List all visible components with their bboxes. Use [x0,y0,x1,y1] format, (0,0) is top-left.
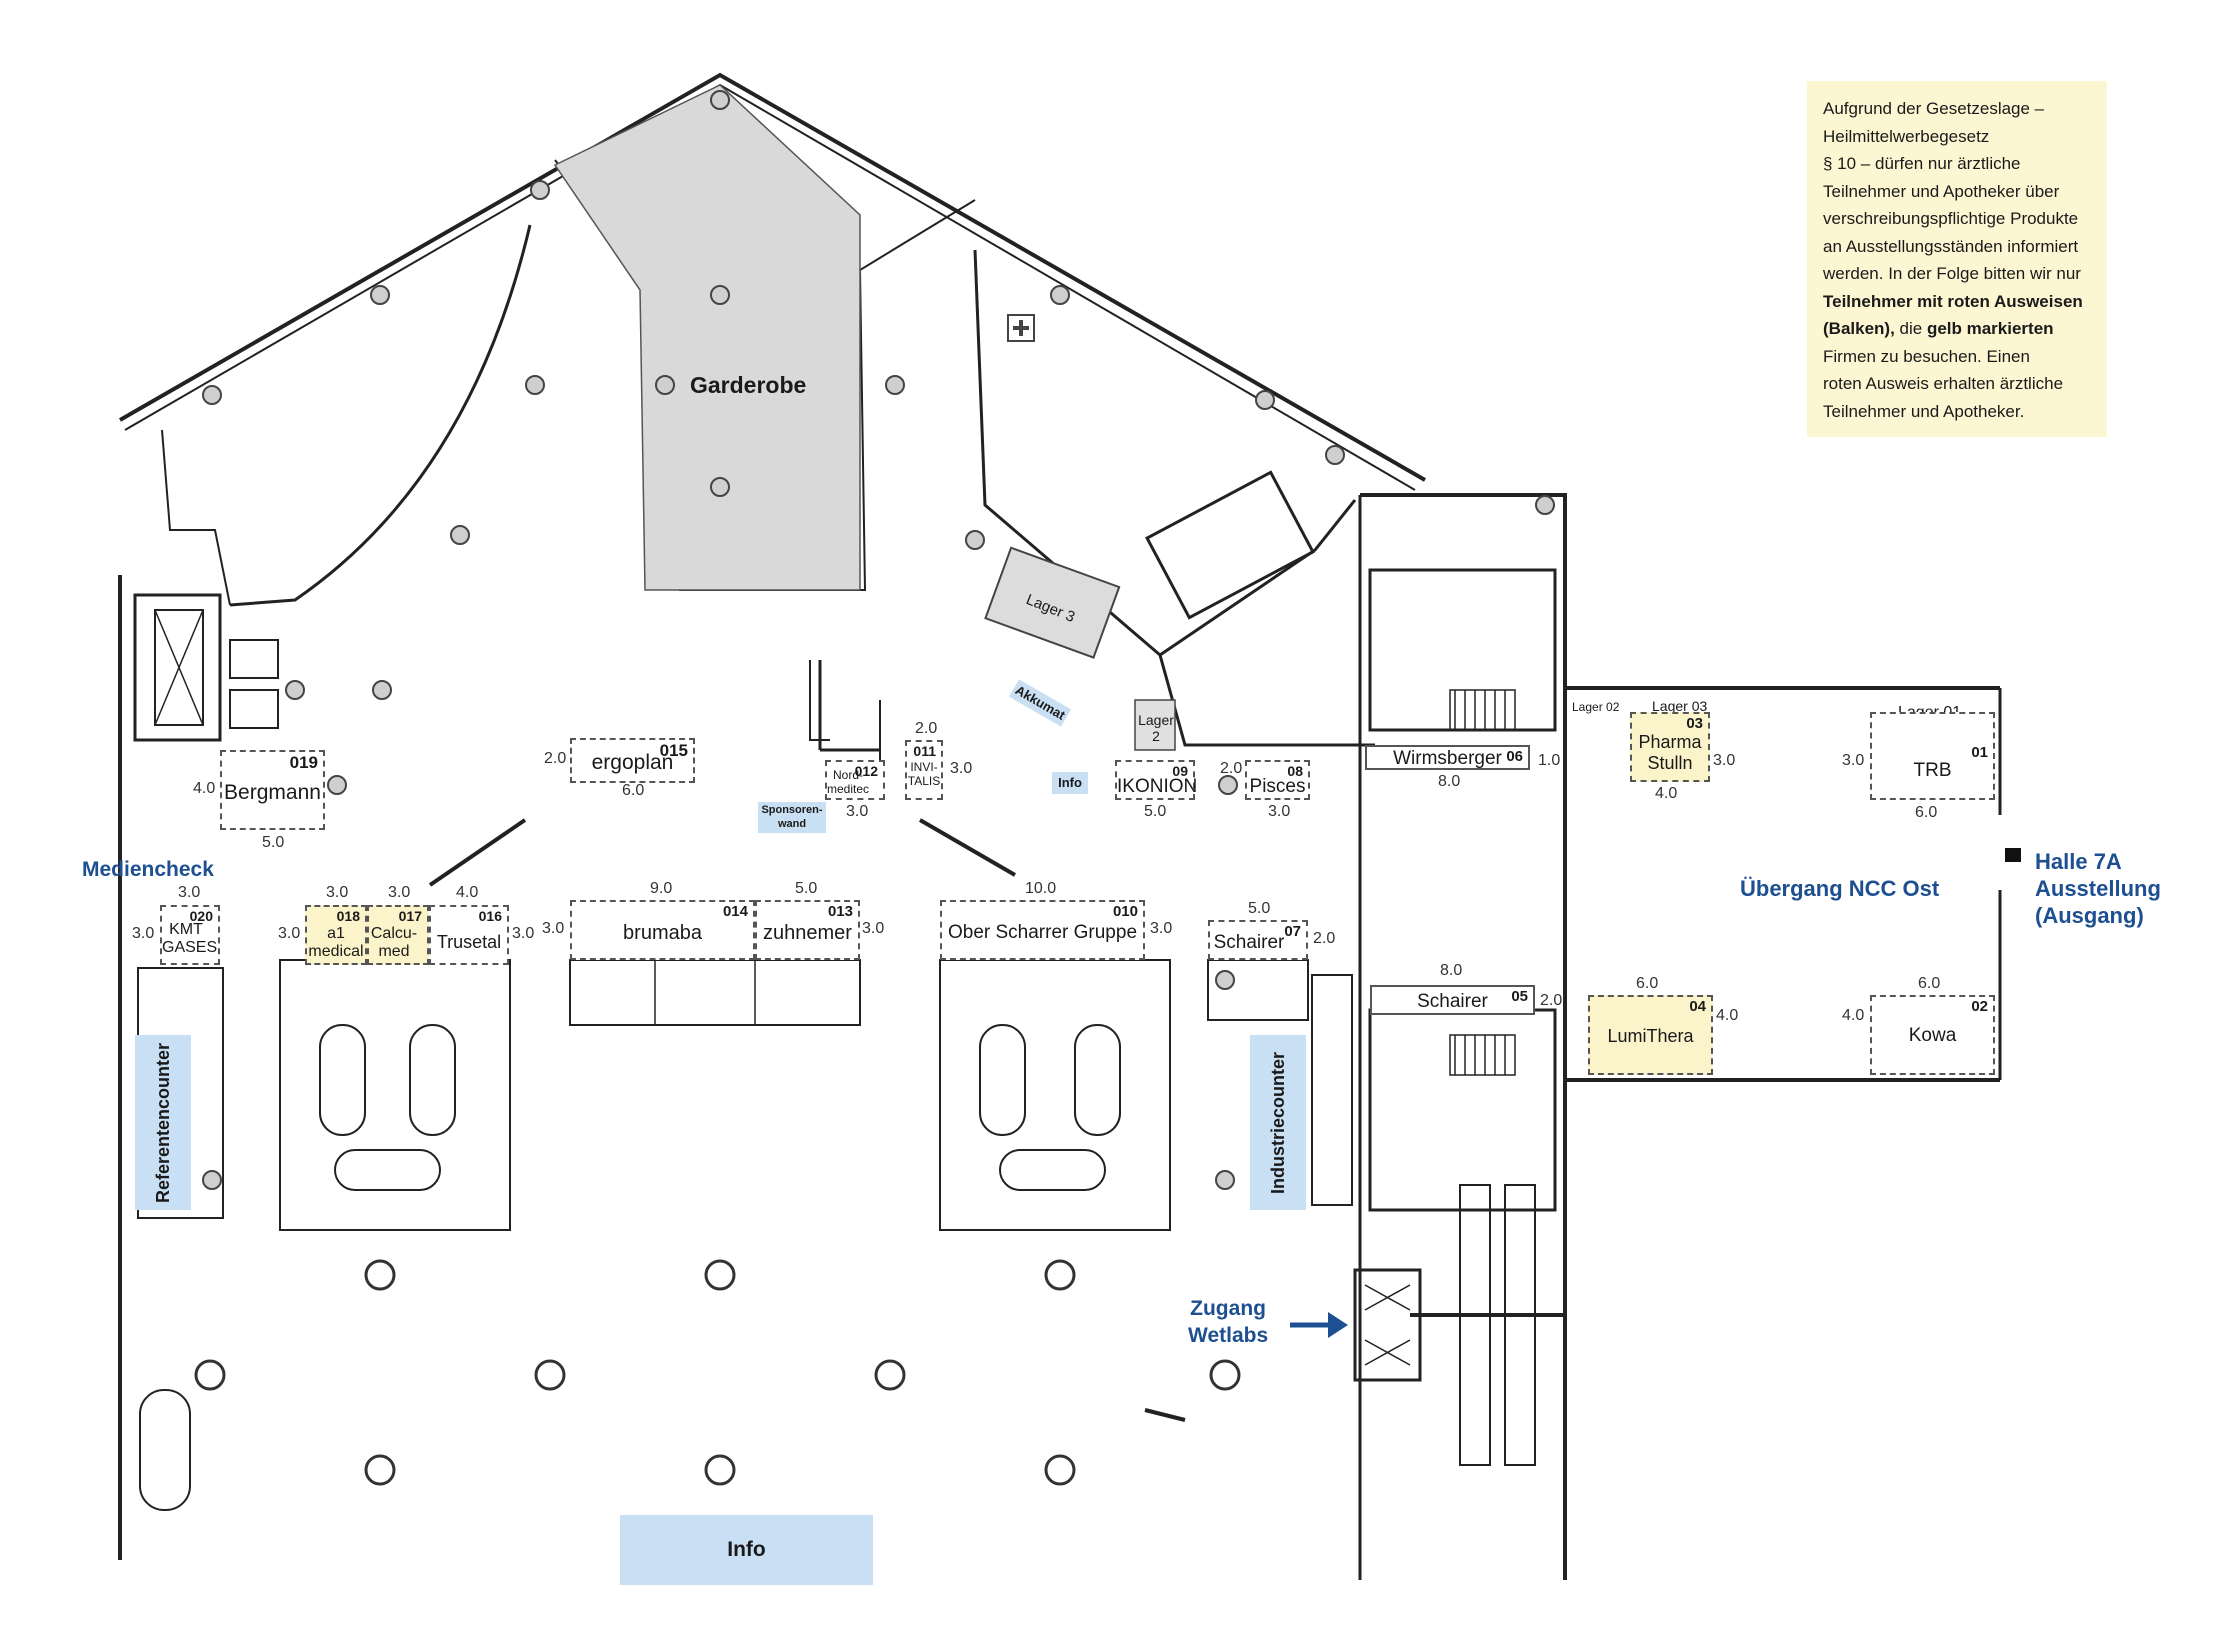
booth-013[interactable]: 013 zuhnemer [755,900,860,960]
booth-depth: 3.0 [862,920,885,937]
booth-01[interactable]: 01 TRB [1870,712,1995,800]
booth-width: 6.0 [1636,975,1659,992]
booth-width: 3.0 [178,884,201,901]
info-desk-label: Info [620,1515,873,1585]
booth-depth: 3.0 [512,925,535,942]
booth-017[interactable]: 017 Calcu-med [367,905,429,965]
booth-depth: 2.0 [544,750,567,767]
booth-width: 5.0 [1248,900,1271,917]
booth-depth: 3.0 [542,920,565,937]
booth-width: 6.0 [1918,975,1941,992]
garderobe-label: Garderobe [690,372,807,398]
booth-depth: 2.0 [1540,992,1563,1009]
booth-014[interactable]: 014 brumaba [570,900,755,960]
booth-width: 5.0 [795,880,818,897]
booth-012[interactable]: 012 Nord-meditec [825,760,885,800]
booth-width: 10.0 [1025,880,1057,897]
notice-line: Aufgrund der Gesetzeslage – [1823,99,2045,118]
industriecounter-label: Industriecounter [1250,1035,1306,1210]
booth-depth: 4.0 [193,780,216,797]
booth-020[interactable]: 020 KMT GASES [160,905,220,965]
notice-line: werden. In der Folge bitten wir nur [1823,264,2081,283]
booth-015[interactable]: 015 ergoplan [570,738,695,783]
notice-line: Firmen zu besuchen. Einen [1823,346,2030,366]
info-small-label: Info [1052,772,1088,794]
booth-010[interactable]: 010 Ober Scharrer Gruppe [940,900,1145,960]
notice-line: Heilmittelwerbegesetz [1823,126,1990,146]
uebergang-label: Übergang NCC Ost [1740,876,1940,901]
mediencheck-label: Mediencheck [82,858,214,881]
booth-06[interactable]: 06 Wirmsberger [1365,745,1530,770]
booth-08[interactable]: 08 Pisces [1245,760,1310,800]
notice-line: Teilnehmer und Apotheker über [1823,181,2060,201]
booth-width: 4.0 [456,884,479,901]
booth-depth: 3.0 [1150,920,1173,937]
booth-09[interactable]: 09 IKONION [1115,760,1197,800]
lager2-label: Lager 2 [1138,712,1174,744]
booth-width: 8.0 [1438,773,1461,790]
booth-width: 3.0 [1268,803,1291,820]
booth-depth: 2.0 [1313,930,1336,947]
notice-line: § 10 – dürfen nur ärztliche [1823,154,2021,173]
booth-width: 6.0 [1915,804,1938,821]
lager03-label: Lager 03 [1652,698,1708,714]
notice-line-bold: Teilnehmer mit roten Ausweisen [1823,291,2083,311]
booth-07[interactable]: 07 Schairer [1208,920,1308,960]
notice-line: roten Ausweis erhalten ärztliche [1823,374,2064,393]
booth-width: 4.0 [1655,785,1678,802]
booth-03[interactable]: 03 Pharma Stulln [1630,712,1710,782]
booth-02[interactable]: 02 Kowa [1870,995,1995,1075]
booth-width: 6.0 [622,782,645,799]
notice-line-mixed: (Balken), die gelb markierten [1823,319,2054,338]
booth-depth: 3.0 [132,925,155,942]
booth-depth: 3.0 [1713,752,1736,769]
notice-line: an Ausstellungsständen informiert [1823,236,2079,256]
booth-019[interactable]: 019 Bergmann [220,750,325,830]
notice-line: verschreibungspflichtige Produkte [1823,209,2079,228]
booth-width: 9.0 [650,880,673,897]
booth-04[interactable]: 04 LumiThera [1588,995,1713,1075]
booth-depth: 3.0 [950,760,973,777]
booth-width: 3.0 [388,884,411,901]
booth-width: 8.0 [1440,962,1463,979]
booth-depth: 2.0 [1220,760,1243,777]
dim-label: 1.0 [1538,752,1561,769]
booth-011[interactable]: 011 INVI-TALIS [905,740,943,800]
booth-width: 3.0 [326,884,349,901]
booth-depth: 4.0 [1716,1007,1739,1024]
booth-width: 5.0 [1144,803,1167,820]
booth-05[interactable]: 05 Schairer [1370,985,1535,1015]
notice-line: Teilnehmer und Apotheker. [1823,401,2025,421]
booth-depth: 4.0 [1842,1007,1865,1024]
sponsorenwand-label: Sponsoren-wand [758,802,826,833]
booth-depth: 3.0 [1842,752,1865,769]
booth-018[interactable]: 018 a1 medical [305,905,367,965]
booth-width: 2.0 [915,720,938,737]
booth-width: 5.0 [262,834,285,851]
booth-width: 3.0 [846,803,869,820]
legal-notice: Aufgrund der Gesetzeslage – Heilmittelwe… [1807,81,2107,437]
booth-depth: 3.0 [278,925,301,942]
lager02-label: Lager 02 [1572,700,1620,714]
referentencounter-label: Referentencounter [135,1035,191,1210]
booth-016[interactable]: 016 Trusetal [429,905,509,965]
